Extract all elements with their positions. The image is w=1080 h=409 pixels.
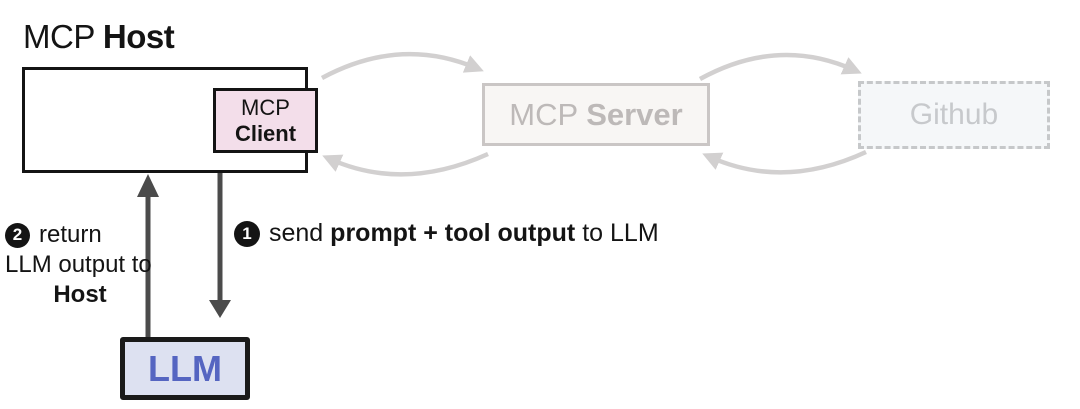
arrow-llm-to-host-head-icon [137, 174, 159, 197]
cycle-arrow-github-to-server-icon [702, 149, 867, 175]
mcp-server-label-bold: Server [586, 96, 683, 132]
step1-text: send prompt + tool output to LLM [269, 219, 659, 248]
github-label: Github [909, 98, 999, 131]
title-prefix: MCP [23, 18, 103, 55]
step2-line1: 2 return [5, 220, 155, 250]
arrow-host-to-llm-head-icon [209, 300, 231, 318]
cycle-arrow-client-to-server-icon [320, 51, 484, 80]
github-box: Github [858, 81, 1050, 149]
mcp-client-label-line1: MCP [241, 94, 290, 120]
page-title: MCP Host [23, 18, 175, 56]
step2-text-line2: LLM output to [5, 251, 152, 278]
title-bold: Host [102, 18, 175, 55]
cycle-arrow-server-to-client-icon [322, 151, 489, 177]
step1-number-badge: 1 [234, 220, 260, 247]
step1-text-post: to LLM [575, 219, 659, 247]
step1-annotation: 1 send prompt + tool output to LLM [234, 219, 659, 248]
mcp-client-label-line2: Client [234, 120, 297, 146]
mcp-server-box: MCP Server [482, 83, 710, 146]
cycle-arrow-server-to-github-icon [698, 52, 862, 81]
step2-text-line1: return [39, 221, 102, 248]
step2-annotation: 2 return LLM output to Host [5, 220, 155, 310]
step1-text-pre: send [269, 219, 331, 247]
llm-label: LLM [148, 347, 222, 389]
mcp-server-label-prefix: MCP [509, 96, 587, 132]
step1-text-bold: prompt + tool output [330, 219, 576, 247]
step2-text-line3: Host [53, 281, 107, 308]
llm-box: LLM [120, 337, 250, 400]
step2-number-badge: 2 [5, 222, 30, 248]
mcp-client-box: MCP Client [213, 88, 318, 153]
